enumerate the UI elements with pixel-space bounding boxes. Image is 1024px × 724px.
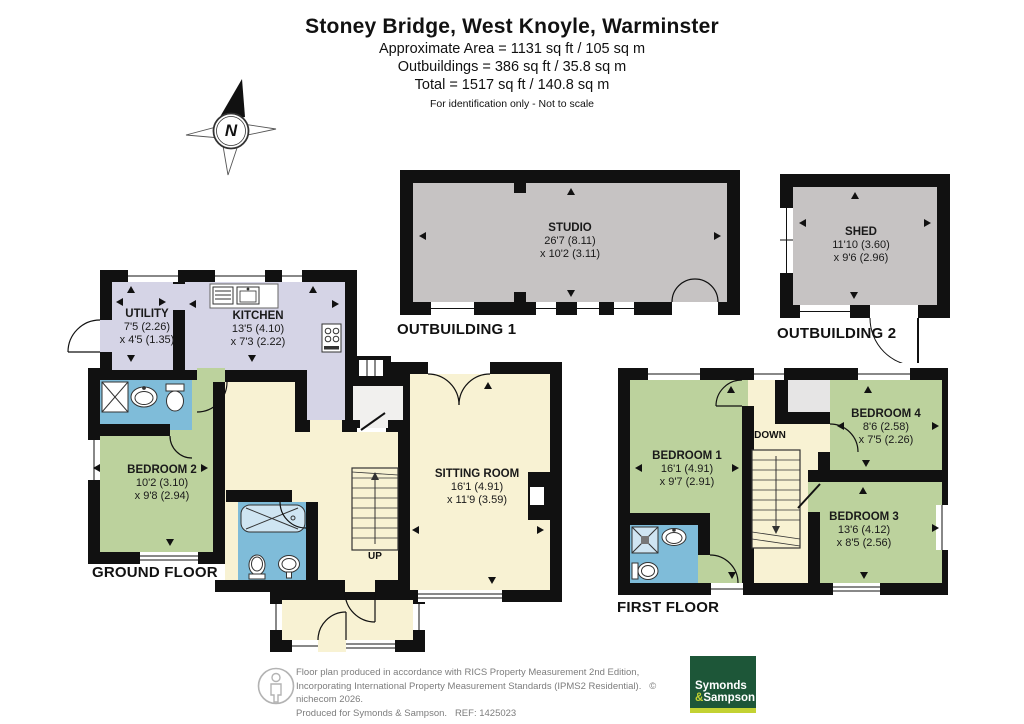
ground-floor-dimension-arrows: [93, 286, 544, 584]
footer-line2: Incorporating International Property Mea…: [296, 680, 659, 706]
caption-outbuilding1: OUTBUILDING 1: [397, 321, 517, 338]
ground-floor-plan: [67, 270, 562, 652]
first-floor-doors: [709, 379, 859, 584]
logo-accent-bar: [690, 708, 756, 713]
first-floor-windows: [648, 368, 948, 595]
room-label-bedroom4: BEDROOM 4 8'6 (2.58) x 7'5 (2.26): [851, 408, 921, 446]
outbuilding2-windows: [780, 208, 850, 318]
outbuilding1-windows: [431, 302, 634, 315]
room-label-sitting-room: SITTING ROOM 16'1 (4.91) x 11'9 (3.59): [434, 468, 520, 506]
outbuilding2-dimension-arrows: [799, 192, 931, 299]
room-label-kitchen: KITCHEN 13'5 (4.10) x 7'3 (2.22): [230, 310, 286, 348]
room-label-bedroom2: BEDROOM 2 10'2 (3.10) x 9'8 (2.94): [127, 464, 197, 502]
caption-ground-floor: GROUND FLOOR: [92, 564, 218, 581]
stairs-down-label: DOWN: [754, 430, 786, 441]
kitchen-counter-sink: [209, 283, 279, 309]
room-label-shed: SHED 11'10 (3.60) x 9'6 (2.96): [832, 226, 890, 264]
room-label-utility: UTILITY 7'5 (2.26) x 4'5 (1.35): [119, 308, 175, 346]
footer-disclaimer: Floor plan produced in accordance with R…: [296, 666, 686, 720]
outbuilding2-walls: [780, 174, 950, 318]
outbuilding2-door: [869, 305, 919, 363]
logo-text: Symonds &Sampson: [695, 680, 756, 704]
ground-floor-windows: [88, 270, 502, 652]
footer-line3: Produced for Symonds & Sampson. REF: 142…: [296, 707, 517, 719]
room-label-studio: STUDIO 26'7 (8.11) x 10'2 (3.11): [540, 222, 600, 260]
ground-floor-doors: [67, 319, 386, 652]
room-label-bedroom1: BEDROOM 1 16'1 (4.91) x 9'7 (2.91): [652, 450, 722, 488]
page-title: Stoney Bridge, West Knoyle, Warminster: [305, 15, 719, 38]
approximate-area: Approximate Area = 1131 sq ft / 105 sq m: [378, 41, 646, 57]
footer-line1: Floor plan produced in accordance with R…: [296, 667, 640, 678]
compass-icon: [185, 79, 277, 176]
total-area: Total = 1517 sq ft / 140.8 sq m: [414, 77, 610, 93]
outbuilding2-plan: [780, 174, 950, 363]
caption-outbuilding2: OUTBUILDING 2: [777, 325, 897, 342]
stairs-up-label: UP: [368, 551, 382, 562]
disclaimer: For identification only - Not to scale: [430, 98, 594, 110]
bathroom-fixtures: [240, 504, 306, 580]
shower-room-fixtures: [631, 526, 687, 580]
person-scale-icon: [257, 667, 295, 705]
outbuilding1-french-door: [671, 278, 719, 315]
outbuilding1-dimension-arrows: [419, 188, 721, 297]
room-label-bedroom3: BEDROOM 3 13'6 (4.12) x 8'5 (2.56): [829, 511, 899, 549]
french-doors: [427, 362, 491, 406]
first-floor-inner-walls: [630, 380, 942, 583]
outbuildings-area: Outbuildings = 386 sq ft / 35.8 sq m: [397, 59, 627, 75]
first-floor-plan: [618, 368, 948, 595]
caption-first-floor: FIRST FLOOR: [617, 599, 720, 616]
ensuite-fixtures: [101, 381, 185, 413]
fireplace: [528, 472, 550, 520]
hob-icon: [321, 323, 342, 353]
bathroom-door-opening: [292, 490, 306, 502]
header: Stoney Bridge, West Knoyle, Warminster A…: [0, 14, 1024, 112]
first-floor-dimension-arrows: [635, 386, 939, 579]
outbuilding1-plan: [400, 170, 740, 315]
symonds-sampson-logo: Symonds &Sampson: [690, 656, 756, 713]
ground-floor-inner-walls: [100, 424, 318, 580]
compass-north-label: N: [224, 121, 238, 140]
stairs-up: [351, 467, 399, 551]
stairs-down: [751, 449, 801, 549]
